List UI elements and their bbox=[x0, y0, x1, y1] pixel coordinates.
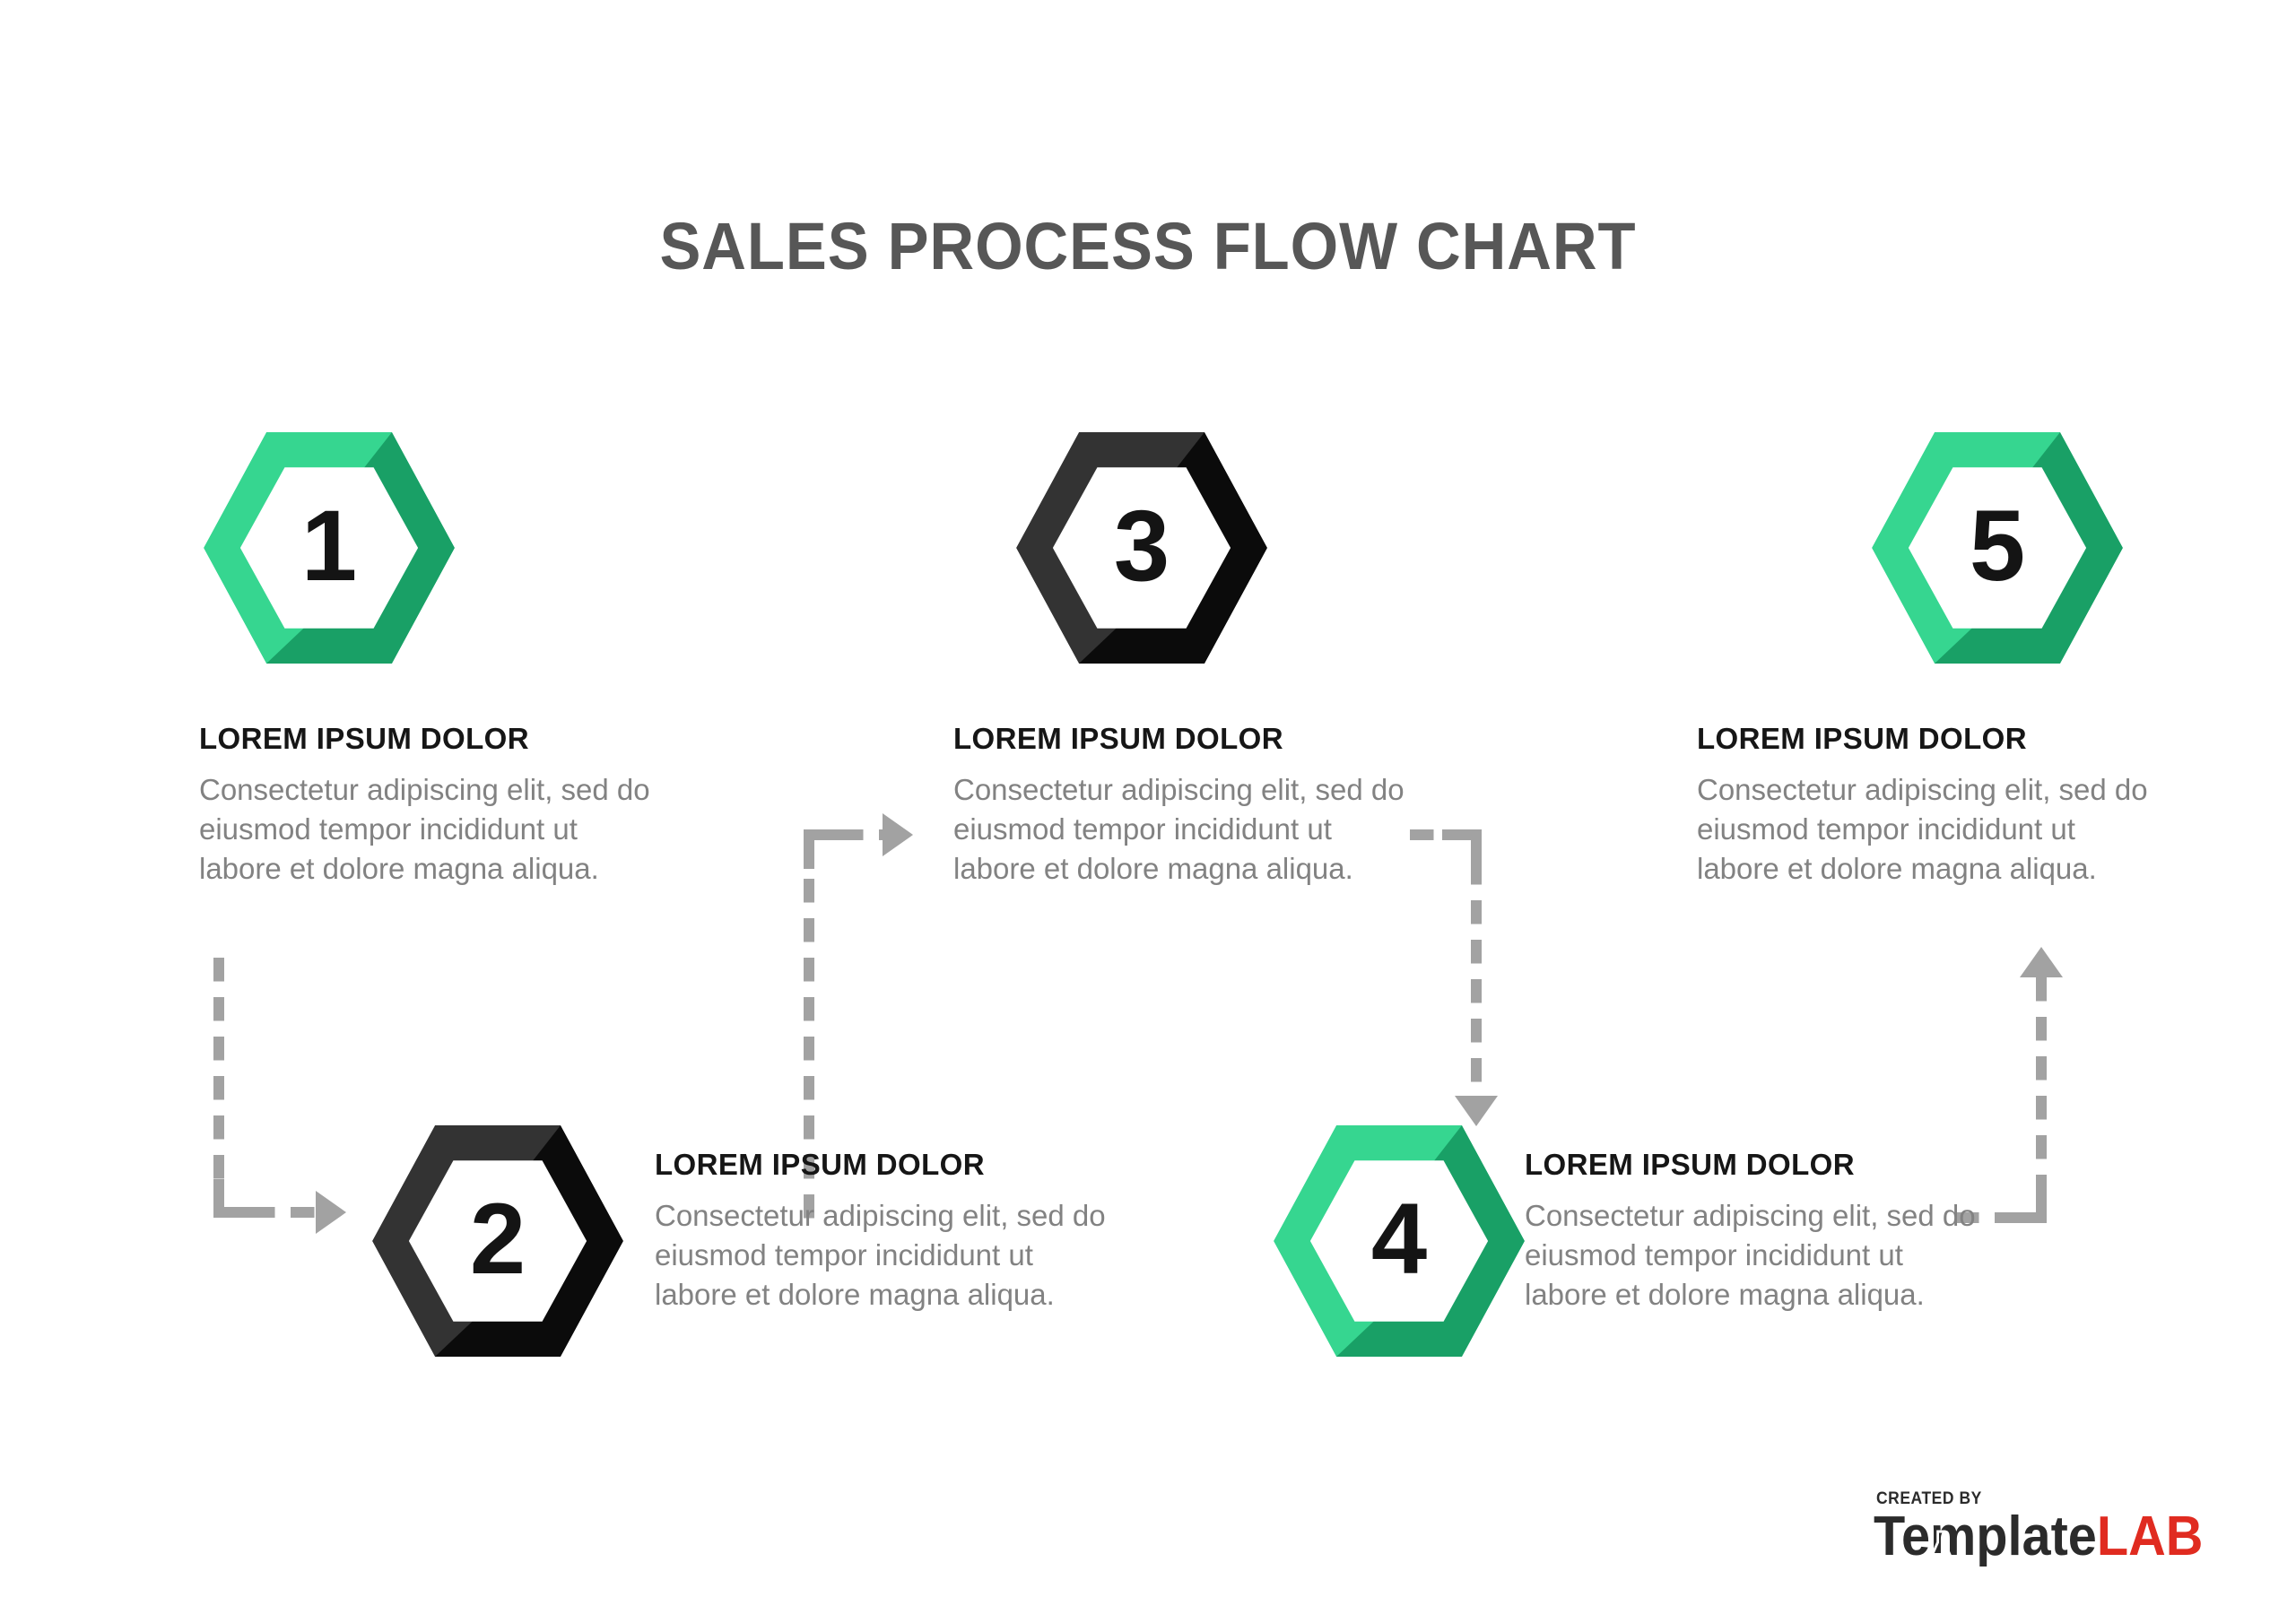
step-5-body: Consectetur adipiscing elit, sed do eius… bbox=[1697, 773, 2148, 885]
hexagon-step-3-number: 3 bbox=[1113, 490, 1170, 602]
page-title: SALES PROCESS FLOW CHART bbox=[659, 209, 1637, 283]
connector-1-to-2-horizontal bbox=[251, 1207, 317, 1218]
connector-1-to-2-corner-h bbox=[213, 1207, 251, 1218]
connector-2-to-3-arrowhead bbox=[883, 813, 913, 856]
step-3-heading: LOREM IPSUM DOLOR bbox=[953, 722, 1283, 755]
logo-template-text: Template bbox=[1873, 1506, 2097, 1568]
step-1-text: LOREM IPSUM DOLOR Consectetur adipiscing… bbox=[199, 722, 665, 889]
step-2-body: Consectetur adipiscing elit, sed do eius… bbox=[655, 1199, 1106, 1311]
hexagon-step-3[interactable]: 3 bbox=[1016, 432, 1267, 664]
connector-4-to-5-arrowhead bbox=[2020, 947, 2063, 977]
connector-2-to-3-corner-h bbox=[804, 829, 839, 840]
connector-3-to-4-corner-v bbox=[1471, 829, 1482, 871]
hexagon-step-5[interactable]: 5 bbox=[1872, 432, 2123, 664]
hexagon-step-2[interactable]: 2 bbox=[372, 1125, 623, 1357]
hexagon-step-4-inner bbox=[1309, 1160, 1489, 1322]
connector-4-to-5-vertical bbox=[2036, 977, 2047, 1185]
hexagon-step-1-number: 1 bbox=[300, 490, 358, 602]
templatelab-logo[interactable]: CREATED BY TemplateLAB bbox=[1874, 1489, 2228, 1565]
step-4-body: Consectetur adipiscing elit, sed do eius… bbox=[1525, 1199, 1976, 1311]
hexagon-step-4-number: 4 bbox=[1370, 1183, 1428, 1295]
step-2-text: LOREM IPSUM DOLOR Consectetur adipiscing… bbox=[655, 1148, 1121, 1315]
connector-2-to-3-vertical bbox=[804, 839, 814, 1225]
logo-created-by-label: CREATED BY bbox=[1875, 1489, 1982, 1509]
step-3-text: LOREM IPSUM DOLOR Consectetur adipiscing… bbox=[953, 722, 1420, 889]
step-1-body: Consectetur adipiscing elit, sed do eius… bbox=[199, 773, 650, 885]
step-2-heading: LOREM IPSUM DOLOR bbox=[655, 1148, 985, 1181]
step-5-text: LOREM IPSUM DOLOR Consectetur adipiscing… bbox=[1697, 722, 2163, 889]
logo-lab-text: LAB bbox=[2096, 1506, 2204, 1568]
hexagon-step-5-number: 5 bbox=[1969, 490, 2026, 602]
hexagon-step-1[interactable]: 1 bbox=[204, 432, 455, 664]
flask-icon bbox=[1927, 1521, 1956, 1575]
hexagon-step-4[interactable]: 4 bbox=[1274, 1125, 1525, 1357]
connector-4-to-5-corner-v bbox=[2036, 1175, 2047, 1223]
logo-wordmark: TemplateLAB bbox=[1874, 1509, 2203, 1565]
connector-1-to-2-vertical bbox=[213, 958, 224, 1207]
step-1-heading: LOREM IPSUM DOLOR bbox=[199, 722, 529, 755]
hexagon-step-2-number: 2 bbox=[469, 1183, 526, 1295]
connector-3-to-4-vertical bbox=[1471, 861, 1482, 1105]
step-4-heading: LOREM IPSUM DOLOR bbox=[1525, 1148, 1855, 1181]
connector-1-to-2-arrowhead bbox=[316, 1191, 346, 1234]
step-4-text: LOREM IPSUM DOLOR Consectetur adipiscing… bbox=[1525, 1148, 1991, 1315]
step-3-body: Consectetur adipiscing elit, sed do eius… bbox=[953, 773, 1405, 885]
connector-3-to-4-arrowhead bbox=[1455, 1096, 1498, 1126]
step-5-heading: LOREM IPSUM DOLOR bbox=[1697, 722, 2027, 755]
hexagon-step-2-inner bbox=[408, 1160, 587, 1322]
